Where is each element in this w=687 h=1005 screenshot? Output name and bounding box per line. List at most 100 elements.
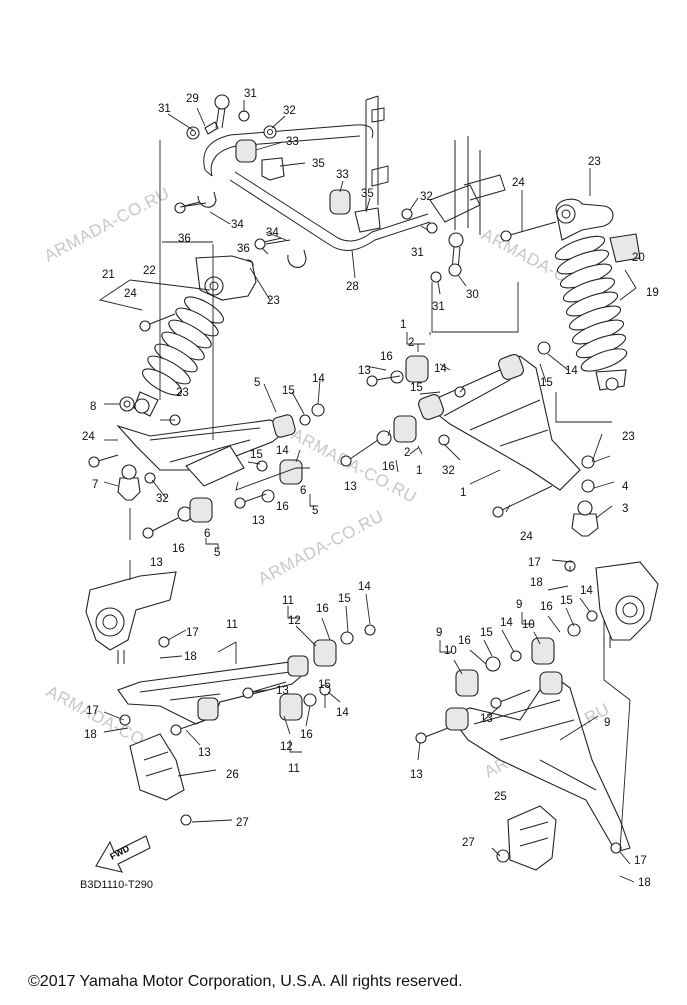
callout-32: 32 (420, 191, 433, 203)
callout-23: 23 (588, 156, 601, 168)
circlip-8 (119, 396, 135, 412)
bracket (354, 207, 381, 233)
callout-17: 17 (186, 627, 199, 639)
callout-13: 13 (344, 481, 357, 493)
callout-1: 1 (400, 319, 406, 331)
fwd-arrow-icon: FWD (95, 835, 151, 873)
bracket (197, 191, 217, 208)
callout-16: 16 (300, 729, 313, 741)
callout-9: 9 (516, 599, 522, 611)
callout-14: 14 (434, 363, 447, 375)
callout-24: 24 (124, 288, 137, 300)
callout-16: 16 (380, 351, 393, 363)
callout-10: 10 (444, 645, 457, 657)
callout-9: 9 (604, 717, 610, 729)
bushing (235, 139, 257, 163)
ball-joints (117, 396, 599, 537)
guard-25 (507, 805, 557, 871)
bolts (88, 202, 557, 744)
callout-13: 13 (276, 685, 289, 697)
callout-23: 23 (267, 295, 280, 307)
callout-32: 32 (442, 465, 455, 477)
callout-15: 15 (318, 679, 331, 691)
left-knuckle (85, 571, 177, 664)
callout-4: 4 (622, 481, 629, 493)
callout-6: 6 (300, 485, 306, 497)
callout-15: 15 (540, 377, 553, 389)
callout-20: 20 (632, 252, 645, 264)
callout-10: 10 (522, 619, 535, 631)
callout-1: 1 (460, 487, 466, 499)
callout-labels: 31 29 31 32 33 35 33 35 32 34 34 36 36 3… (82, 88, 659, 889)
callout-14: 14 (565, 365, 578, 377)
callout-7: 7 (92, 479, 98, 491)
right-shock-absorber (554, 198, 641, 391)
ball-joint-3 (571, 513, 599, 537)
callout-11: 11 (288, 763, 300, 775)
callout-18: 18 (84, 729, 97, 741)
callout-3: 3 (622, 503, 628, 515)
callout-26: 26 (226, 769, 239, 781)
callout-35: 35 (312, 158, 325, 170)
leader-lines (98, 100, 637, 883)
left-upper-arm (116, 414, 296, 487)
callout-15: 15 (410, 382, 423, 394)
reservoir-label (609, 233, 641, 263)
callout-31: 31 (411, 247, 424, 259)
callout-11: 11 (282, 595, 294, 607)
right-lower-arm (445, 671, 631, 853)
callout-12: 12 (288, 615, 301, 627)
callout-34: 34 (266, 227, 279, 239)
callout-21: 21 (102, 269, 115, 281)
callout-15: 15 (338, 593, 351, 605)
callout-34: 34 (231, 219, 244, 231)
callout-17: 17 (634, 855, 647, 867)
right-knuckle (595, 561, 659, 648)
callout-8: 8 (90, 401, 96, 413)
callout-31: 31 (158, 103, 171, 115)
diagram-code: B3D1110-T290 (80, 879, 153, 891)
callout-16: 16 (540, 601, 553, 613)
callout-5: 5 (214, 547, 220, 559)
ball-joint-7 (117, 477, 141, 501)
bushing (329, 189, 351, 215)
callout-5: 5 (254, 377, 260, 389)
shock-spring (554, 235, 628, 372)
callout-32: 32 (156, 493, 169, 505)
callout-36: 36 (237, 243, 250, 255)
callout-13: 13 (410, 769, 423, 781)
callout-14: 14 (276, 445, 289, 457)
callout-27: 27 (462, 837, 475, 849)
callout-17: 17 (86, 705, 99, 717)
copyright-notice: ©2017 Yamaha Motor Corporation, U.S.A. A… (28, 973, 463, 990)
callout-30: 30 (466, 289, 479, 301)
callout-24: 24 (520, 531, 533, 543)
callout-13: 13 (150, 557, 163, 569)
callout-29: 29 (186, 93, 199, 105)
callout-14: 14 (312, 373, 325, 385)
callout-15: 15 (560, 595, 573, 607)
callout-31: 31 (432, 301, 445, 313)
bracket (261, 157, 285, 181)
guard-26 (129, 733, 185, 801)
lower-bushings (119, 560, 622, 854)
callout-12: 12 (280, 741, 293, 753)
callout-24: 24 (512, 177, 525, 189)
callout-16: 16 (276, 501, 289, 513)
callout-24: 24 (82, 431, 95, 443)
callout-15: 15 (480, 627, 493, 639)
callout-16: 16 (316, 603, 329, 615)
left-shock-absorber (133, 255, 257, 417)
watermark: ARMADA-CO.RU (41, 183, 173, 265)
callout-15: 15 (282, 385, 295, 397)
callout-14: 14 (500, 617, 513, 629)
callout-14: 14 (336, 707, 349, 719)
callout-16: 16 (382, 461, 395, 473)
shock-top-mount (195, 255, 257, 301)
callout-14: 14 (580, 585, 593, 597)
callout-18: 18 (184, 651, 197, 663)
callout-1: 1 (416, 465, 422, 477)
guards (129, 733, 557, 871)
callout-17: 17 (528, 557, 541, 569)
